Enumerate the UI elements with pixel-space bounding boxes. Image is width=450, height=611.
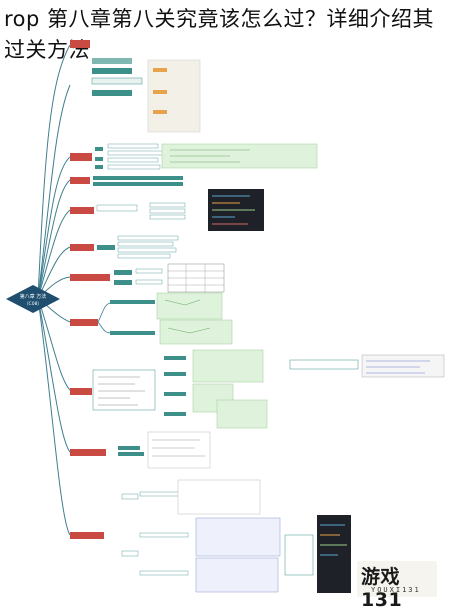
branch-connectors xyxy=(37,44,71,536)
branch-10 xyxy=(70,479,351,593)
branch-4 xyxy=(70,189,264,231)
branch-2 xyxy=(70,143,318,170)
root-node: 第八章 方法 （C08） xyxy=(6,285,60,313)
branch-3 xyxy=(70,176,183,186)
branch-8 xyxy=(70,349,445,429)
site-watermark: 游戏131 YOUXI131 xyxy=(357,561,437,611)
branch-9 xyxy=(70,431,211,469)
branch-6 xyxy=(70,263,225,293)
branch-5 xyxy=(70,235,179,259)
root-label-line1: 第八章 方法 xyxy=(20,293,47,300)
branch-top xyxy=(70,40,201,133)
branch-7 xyxy=(70,292,233,345)
watermark-sub: YOUXI131 xyxy=(371,586,421,594)
root-label-line2: （C08） xyxy=(24,301,42,307)
